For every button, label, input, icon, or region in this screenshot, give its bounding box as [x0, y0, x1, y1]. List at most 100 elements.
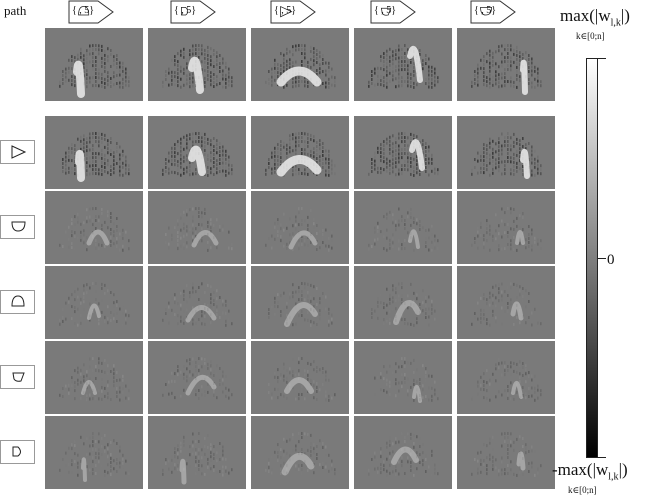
weight-map-r5-c2 — [251, 416, 349, 489]
column-header-arch: { , 5} — [68, 0, 114, 24]
highlight-region — [284, 377, 314, 394]
weight-map-r3-c4 — [457, 266, 555, 339]
triangle-icon — [11, 145, 27, 159]
highlight-region — [75, 149, 85, 182]
highlight-region — [409, 139, 425, 171]
column-header-triangle: { , 5} — [270, 0, 316, 24]
highlight-region — [520, 59, 528, 95]
weight-map-r5-c1 — [148, 416, 246, 489]
highlight-region — [276, 66, 322, 87]
highlight-region — [185, 375, 217, 396]
weight-map-r4-c1 — [148, 341, 246, 414]
weight-map-r2-c4 — [457, 191, 555, 264]
header-frame — [270, 0, 316, 24]
corner-label: path — [4, 3, 27, 18]
column-header-cup-small: { , 5} — [370, 0, 416, 24]
colorbar-tick-top — [598, 58, 606, 59]
weight-map-r4-c3 — [354, 341, 452, 414]
row-key-frame — [0, 440, 35, 464]
weight-map-r5-c0 — [45, 416, 143, 489]
weight-map-r0-c3 — [354, 28, 452, 101]
highlight-region — [510, 301, 524, 321]
highlight-region — [179, 458, 187, 485]
rounded-flag-icon — [181, 7, 189, 16]
highlight-region — [188, 145, 206, 176]
highlight-region — [408, 229, 420, 249]
highlight-region — [276, 155, 322, 177]
cup-icon — [480, 7, 492, 16]
column-header-label: { , 5} — [374, 5, 397, 16]
column-header-label: { , 5} — [274, 5, 297, 16]
row-key-arch — [0, 290, 35, 314]
highlight-region — [191, 230, 219, 248]
highlight-region — [407, 46, 423, 83]
highlight-region — [284, 302, 318, 327]
colorbar-max-label: max(|wl,k|)k∈[0;n] — [560, 6, 630, 42]
weight-map-r5-c3 — [354, 416, 452, 489]
highlight-region — [86, 229, 110, 246]
weight-map-r0-c1 — [148, 28, 246, 101]
weight-map-r1-c1 — [148, 116, 246, 189]
row-key-cup-small — [0, 365, 35, 389]
weight-map-r3-c2 — [251, 266, 349, 339]
weight-map-r2-c3 — [354, 191, 452, 264]
weight-map-r0-c0 — [45, 28, 143, 101]
highlight-region — [412, 385, 422, 403]
highlight-region — [391, 446, 419, 465]
cup-small-icon — [380, 7, 392, 16]
column-header-label: { , 5} — [474, 5, 497, 16]
colorbar-min-label: -max(|wl,k|)k∈[0;n] — [552, 460, 628, 495]
colorbar-zero-label: 0 — [607, 252, 615, 268]
weight-map-r1-c2 — [251, 116, 349, 189]
weight-map-r3-c3 — [354, 266, 452, 339]
arch-icon — [11, 295, 25, 307]
weight-map-r2-c1 — [148, 191, 246, 264]
row-key-triangle — [0, 140, 35, 164]
column-header-label: { , 5} — [72, 5, 95, 16]
highlight-region — [281, 453, 315, 476]
highlight-region — [288, 230, 318, 250]
column-header-cup: { , 5} — [470, 0, 516, 24]
weight-map-r1-c0 — [45, 116, 143, 189]
cup-small-icon — [12, 372, 25, 382]
weight-map-r4-c2 — [251, 341, 349, 414]
highlight-region — [520, 148, 530, 179]
colorbar-tick-bottom — [598, 457, 606, 458]
highlight-region — [81, 380, 97, 395]
highlight-region — [393, 300, 421, 325]
rounded-flag-icon — [12, 446, 21, 457]
weight-map-r0-c4 — [457, 28, 555, 101]
header-frame — [68, 0, 114, 24]
highlight-region — [73, 60, 85, 98]
row-key-frame — [0, 290, 35, 314]
weight-map-r3-c1 — [148, 266, 246, 339]
weight-map-r0-c2 — [251, 28, 349, 101]
weight-map-r2-c2 — [251, 191, 349, 264]
weight-map-r3-c0 — [45, 266, 143, 339]
highlight-region — [188, 56, 204, 94]
header-frame — [370, 0, 416, 24]
row-key-rounded-flag — [0, 440, 35, 464]
header-frame — [470, 0, 516, 24]
triangle-icon — [280, 5, 293, 18]
row-key-cup — [0, 215, 35, 239]
weight-map-r1-c3 — [354, 116, 452, 189]
row-key-frame — [0, 365, 35, 389]
arch-icon — [78, 6, 90, 16]
highlight-region — [516, 451, 526, 471]
weight-map-r4-c0 — [45, 341, 143, 414]
highlight-region — [81, 457, 87, 482]
column-header-rounded-flag: { , 5} — [170, 0, 216, 24]
column-header-label: { , 5} — [174, 5, 197, 16]
highlight-region — [511, 381, 523, 399]
highlight-region — [515, 230, 525, 245]
weight-map-r4-c4 — [457, 341, 555, 414]
row-key-frame — [0, 140, 35, 164]
header-frame — [170, 0, 216, 24]
weight-map-r1-c4 — [457, 116, 555, 189]
colorbar-tick-mid — [598, 258, 606, 259]
weight-map-r5-c4 — [457, 416, 555, 489]
weight-map-r2-c0 — [45, 191, 143, 264]
colorbar — [586, 58, 598, 458]
highlight-region — [87, 303, 101, 320]
